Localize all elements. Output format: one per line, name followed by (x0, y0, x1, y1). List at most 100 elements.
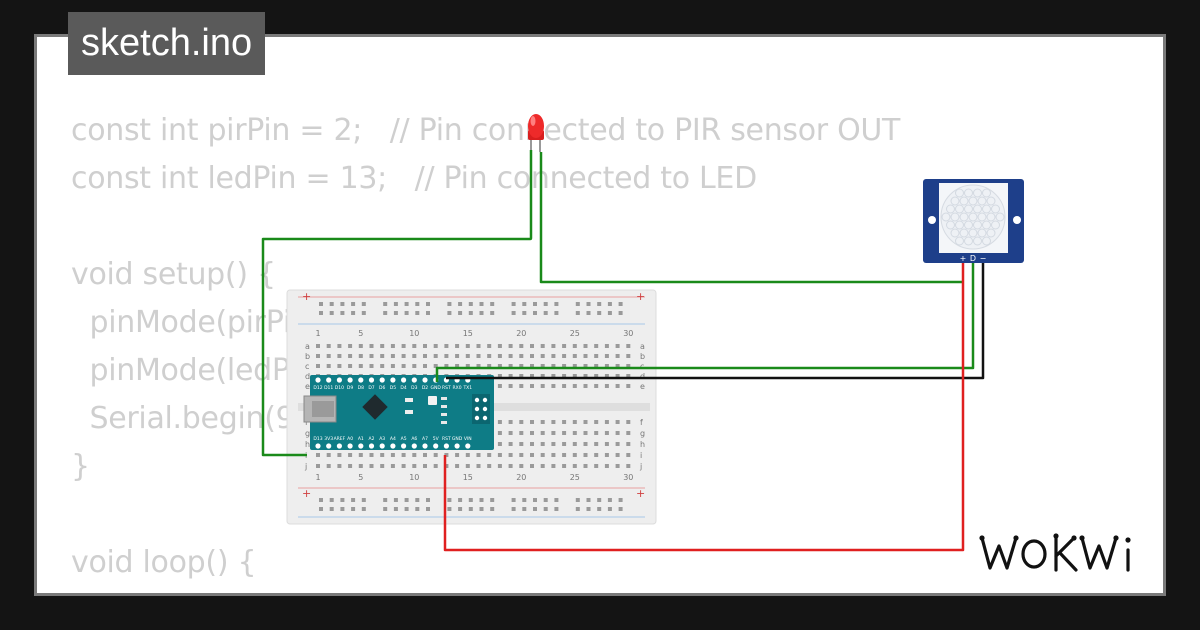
breadboard-hole (604, 464, 609, 468)
breadboard-hole (530, 442, 534, 446)
rail-hole (490, 302, 495, 306)
breadboard-hole (530, 464, 534, 468)
breadboard-hole (615, 384, 620, 388)
arduino-pin-label: A6 (411, 436, 417, 442)
breadboard-hole (519, 364, 524, 368)
column-number: 1 (315, 329, 320, 338)
arduino-pin (465, 443, 471, 449)
code-line: const int pirPin = 2; // Pin connected t… (71, 113, 901, 148)
breadboard-hole (497, 364, 502, 368)
arduino-pin-label: RST (442, 436, 451, 442)
breadboard-hole (562, 420, 567, 424)
breadboard-hole (380, 464, 385, 468)
breadboard-hole (487, 344, 492, 348)
breadboard-hole (626, 364, 631, 368)
column-number: 20 (516, 473, 526, 482)
arduino-pin-label: D2 (422, 385, 428, 391)
breadboard-hole (583, 431, 588, 435)
rail-hole (340, 311, 345, 315)
breadboard-hole (326, 464, 331, 468)
microcontroller-chip (362, 394, 388, 420)
breadboard-hole (316, 464, 320, 468)
breadboard-hole (358, 464, 363, 468)
rail-hole (618, 311, 623, 315)
rail-hole (393, 311, 398, 315)
breadboard-hole (487, 453, 492, 457)
column-number: 1 (315, 473, 320, 482)
arduino-pin (411, 443, 417, 449)
breadboard-hole (476, 364, 481, 368)
breadboard-hole (615, 431, 620, 435)
breadboard-hole (412, 464, 417, 468)
breadboard-hole (380, 344, 385, 348)
filename-tab[interactable]: sketch.ino (68, 12, 266, 75)
breadboard-hole (337, 464, 342, 468)
breadboard-hole (497, 464, 502, 468)
pir-pin-labels: +D− (960, 254, 987, 263)
breadboard-hole (423, 344, 427, 348)
breadboard-hole (497, 384, 502, 388)
breadboard-hole (626, 431, 631, 435)
breadboard-hole (626, 420, 631, 424)
code-line: void loop() { (71, 545, 257, 580)
arduino-pin (315, 377, 321, 383)
breadboard-hole (497, 374, 502, 378)
arduino-pin-label: VIN (464, 436, 472, 442)
arduino-pin (347, 443, 353, 449)
breadboard-hole (326, 364, 331, 368)
breadboard-hole (572, 374, 577, 378)
rail-hole (361, 498, 366, 502)
rail-plus-label: + (302, 487, 311, 500)
rail-hole (575, 311, 580, 315)
arduino-pin-label: A7 (422, 436, 428, 442)
row-letter: d (305, 372, 310, 381)
breadboard-hole (358, 364, 363, 368)
wires (261, 150, 985, 552)
rail-hole (447, 498, 452, 502)
breadboard-hole (562, 431, 567, 435)
rail-hole (554, 507, 559, 511)
rail-hole (404, 507, 409, 511)
arduino-nano[interactable]: D12D13D113V3D10AREFD9A0D8A1D7A2D6A3D5A4D… (303, 375, 494, 450)
row-letter: j (639, 462, 642, 471)
rail-hole (597, 507, 602, 511)
pir-lens (940, 184, 1006, 250)
column-number: 25 (570, 473, 580, 482)
breadboard-hole (583, 374, 588, 378)
rail-hole (404, 311, 409, 315)
breadboard-hole (540, 384, 545, 388)
breadboard-hole (390, 344, 395, 348)
column-number: 5 (358, 329, 363, 338)
rail-hole (575, 302, 580, 306)
rail-hole (319, 311, 323, 315)
breadboard-hole (476, 464, 481, 468)
breadboard-hole (551, 431, 556, 435)
rail-hole (458, 311, 463, 315)
row-letter: b (640, 352, 645, 361)
breadboard-hole (497, 453, 502, 457)
rail-hole (329, 498, 334, 502)
rail-plus-label: + (302, 290, 311, 303)
rail-hole (393, 302, 398, 306)
rail-hole (426, 498, 430, 502)
breadboard-hole (390, 464, 395, 468)
rail-hole (383, 302, 388, 306)
arduino-pin (379, 443, 385, 449)
led[interactable] (528, 114, 544, 152)
rail-hole (393, 507, 398, 511)
breadboard-hole (433, 453, 438, 457)
rail-hole (543, 311, 548, 315)
arduino-pin-label: A1 (358, 436, 364, 442)
arduino-pin-label: D10 (335, 385, 344, 391)
rail-hole (586, 507, 591, 511)
breadboard-hole (626, 374, 631, 378)
pir-sensor[interactable]: +D− (923, 179, 1024, 263)
breadboard-hole (476, 354, 481, 358)
breadboard-hole (412, 453, 417, 457)
arduino-pin (358, 443, 364, 449)
code-editor: const int pirPin = 2; // Pin connected t… (71, 107, 901, 593)
breadboard-hole (594, 344, 599, 348)
rail-hole (522, 498, 527, 502)
breadboard-hole (465, 344, 470, 348)
breadboard-hole (348, 453, 353, 457)
